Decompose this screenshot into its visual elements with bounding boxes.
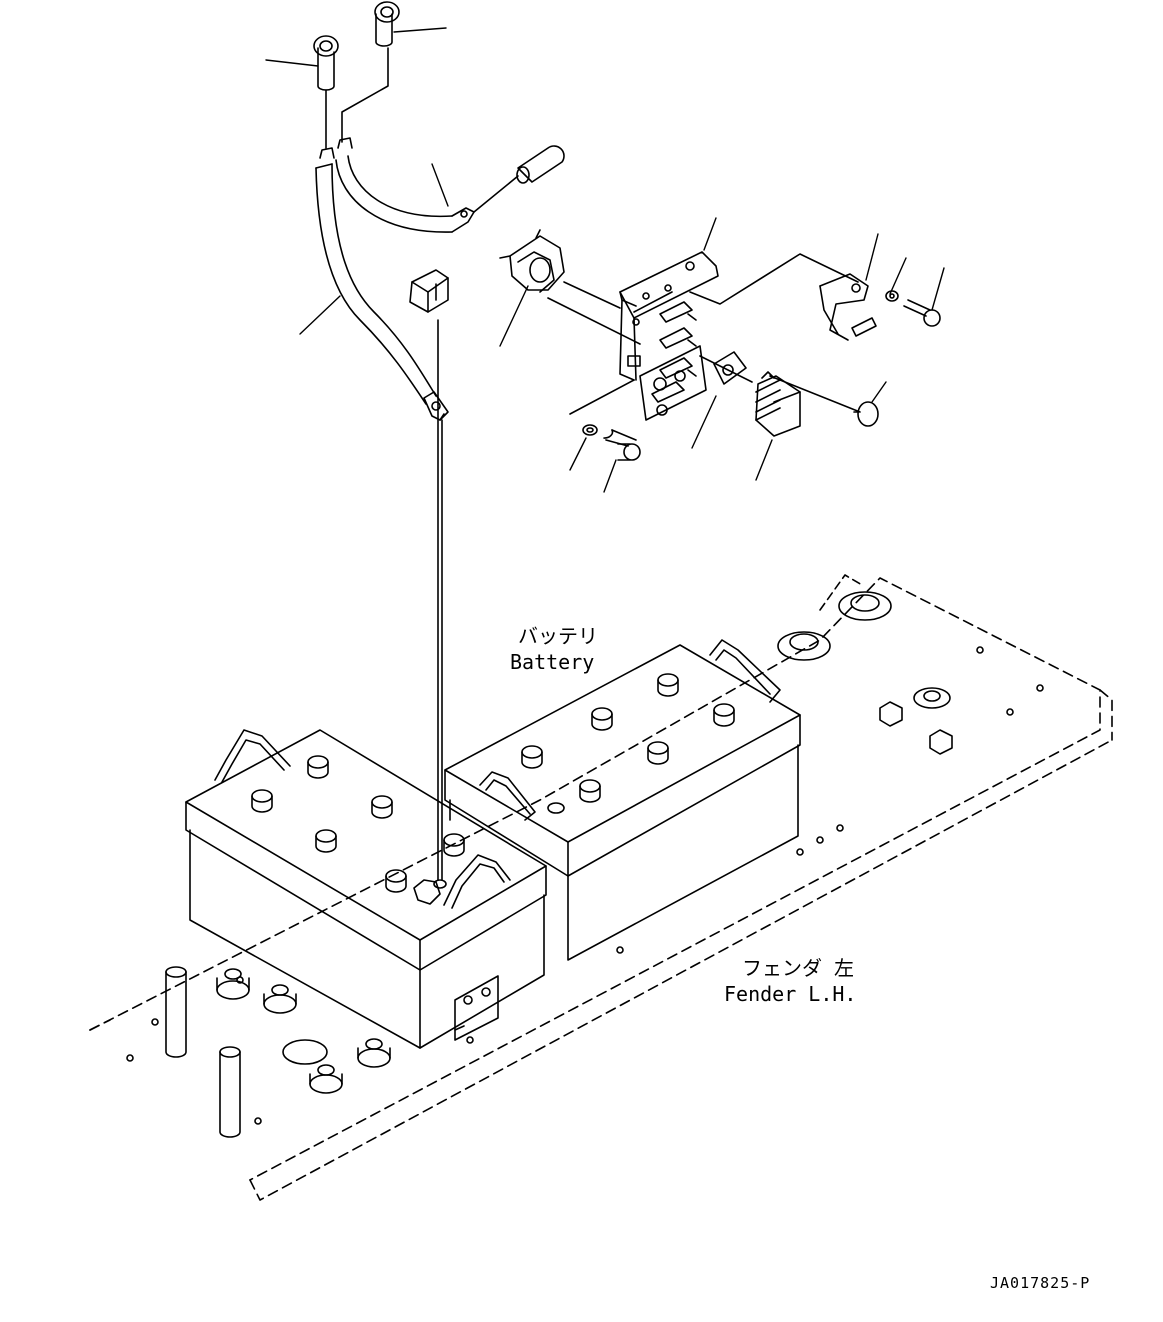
battery-label-jp: バッテリ (518, 624, 598, 648)
fender-plate (90, 575, 1112, 1200)
relay-bracket (500, 230, 940, 460)
leader-lines (266, 28, 944, 492)
fender-label-jp: フェンダ 左 (742, 956, 855, 980)
battery-cables (314, 2, 564, 880)
fender-label-en: Fender L.H. (724, 982, 857, 1006)
battery-front (186, 730, 546, 1048)
battery-label-en: Battery (510, 650, 595, 674)
drawing-code: JA017825-P (990, 1274, 1091, 1292)
battery-rear (445, 640, 800, 960)
